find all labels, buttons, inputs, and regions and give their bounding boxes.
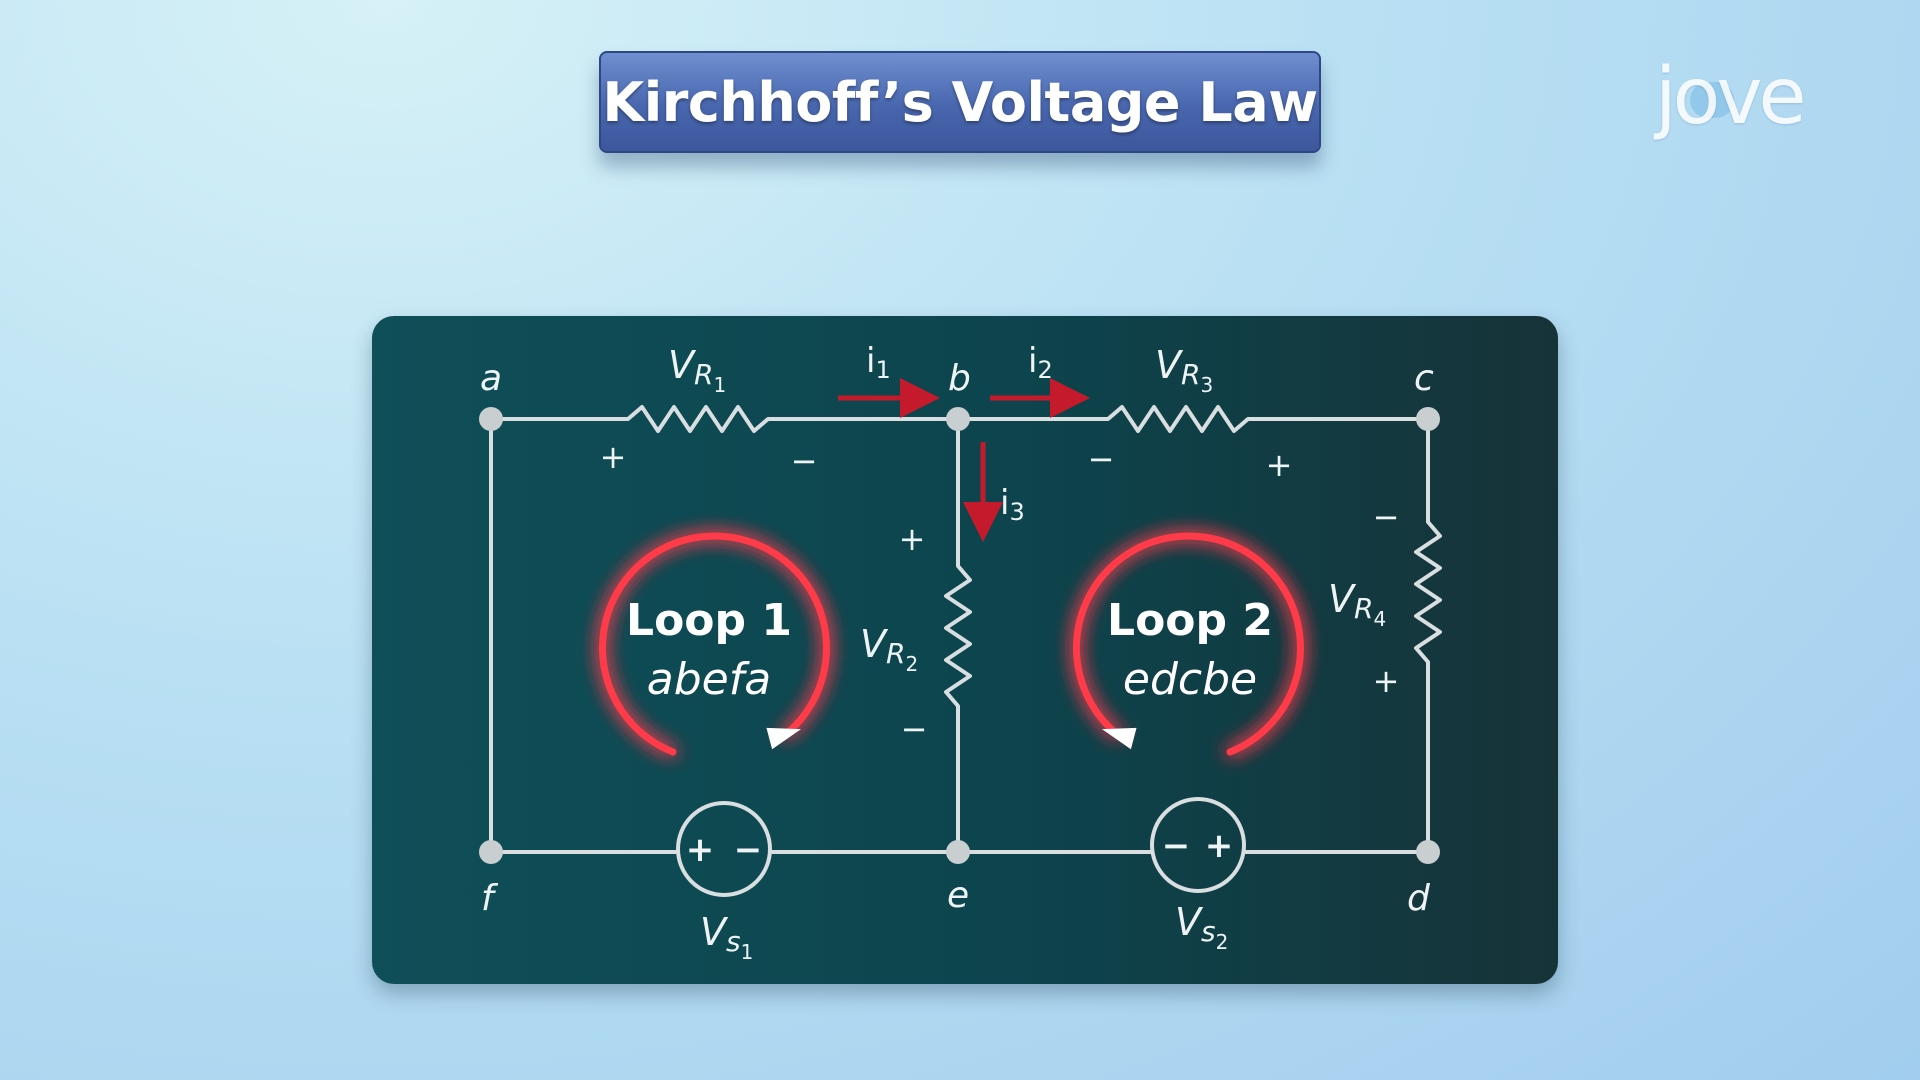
node-a-label: a bbox=[480, 358, 502, 399]
loop2-path: edcbe bbox=[1123, 654, 1257, 705]
wire-middle bbox=[944, 417, 972, 854]
loop1-arrow bbox=[599, 532, 830, 756]
node-d-dot bbox=[1416, 840, 1440, 864]
node-a-dot bbox=[479, 407, 503, 431]
vr1-label: VR1 bbox=[668, 343, 726, 397]
node-e-label: e bbox=[947, 875, 969, 916]
r2-plus-sign: + bbox=[899, 520, 926, 558]
r4-plus-sign: + bbox=[1373, 662, 1400, 700]
loop2-title: Loop 2 bbox=[1107, 595, 1273, 646]
s2-minus-sign: − bbox=[1162, 826, 1191, 866]
vs1-label: Vs1 bbox=[700, 910, 753, 964]
page-title: Kirchhoff’s Voltage Law bbox=[602, 70, 1318, 134]
r3-plus-sign: + bbox=[1266, 446, 1293, 484]
title-banner: Kirchhoff’s Voltage Law bbox=[599, 51, 1321, 153]
loop1-arrowhead-icon bbox=[766, 727, 801, 750]
r1-minus-sign: − bbox=[791, 442, 818, 480]
voltage-source-s2 bbox=[1150, 797, 1246, 893]
i1-label: i1 bbox=[866, 341, 891, 384]
r4-minus-sign: − bbox=[1373, 498, 1400, 536]
loop2-arrow bbox=[1073, 532, 1304, 756]
loop1-title: Loop 1 bbox=[626, 595, 792, 646]
vr3-label: VR3 bbox=[1155, 343, 1213, 397]
s2-plus-sign: + bbox=[1205, 826, 1234, 866]
vs2-label: Vs2 bbox=[1175, 900, 1228, 954]
node-b-label: b bbox=[948, 358, 971, 399]
r1-plus-sign: + bbox=[600, 438, 627, 476]
node-f-label: f bbox=[481, 878, 499, 919]
i3-label: i3 bbox=[1000, 483, 1025, 526]
node-f-dot bbox=[479, 840, 503, 864]
r2-minus-sign: − bbox=[901, 710, 928, 748]
loop2-arrowhead-icon bbox=[1102, 727, 1137, 750]
wire-right bbox=[1414, 417, 1442, 854]
node-d-label: d bbox=[1407, 878, 1431, 919]
r3-minus-sign: − bbox=[1088, 440, 1115, 478]
voltage-source-s1 bbox=[676, 801, 772, 897]
vr2-label: VR2 bbox=[860, 622, 918, 676]
loop1-path: abefa bbox=[647, 654, 771, 705]
wire-top-left bbox=[489, 405, 960, 433]
node-c-label: c bbox=[1414, 358, 1434, 399]
logo-bubble-icon bbox=[1690, 82, 1734, 118]
node-c-dot bbox=[1416, 407, 1440, 431]
s1-plus-sign: + bbox=[686, 830, 715, 870]
jove-logo: jove bbox=[1655, 52, 1807, 142]
node-e-dot bbox=[946, 840, 970, 864]
i2-label: i2 bbox=[1028, 341, 1053, 384]
node-b-dot bbox=[946, 407, 970, 431]
s1-minus-sign: − bbox=[734, 830, 763, 870]
vr4-label: VR4 bbox=[1328, 577, 1386, 631]
wire-top-right bbox=[956, 405, 1430, 433]
